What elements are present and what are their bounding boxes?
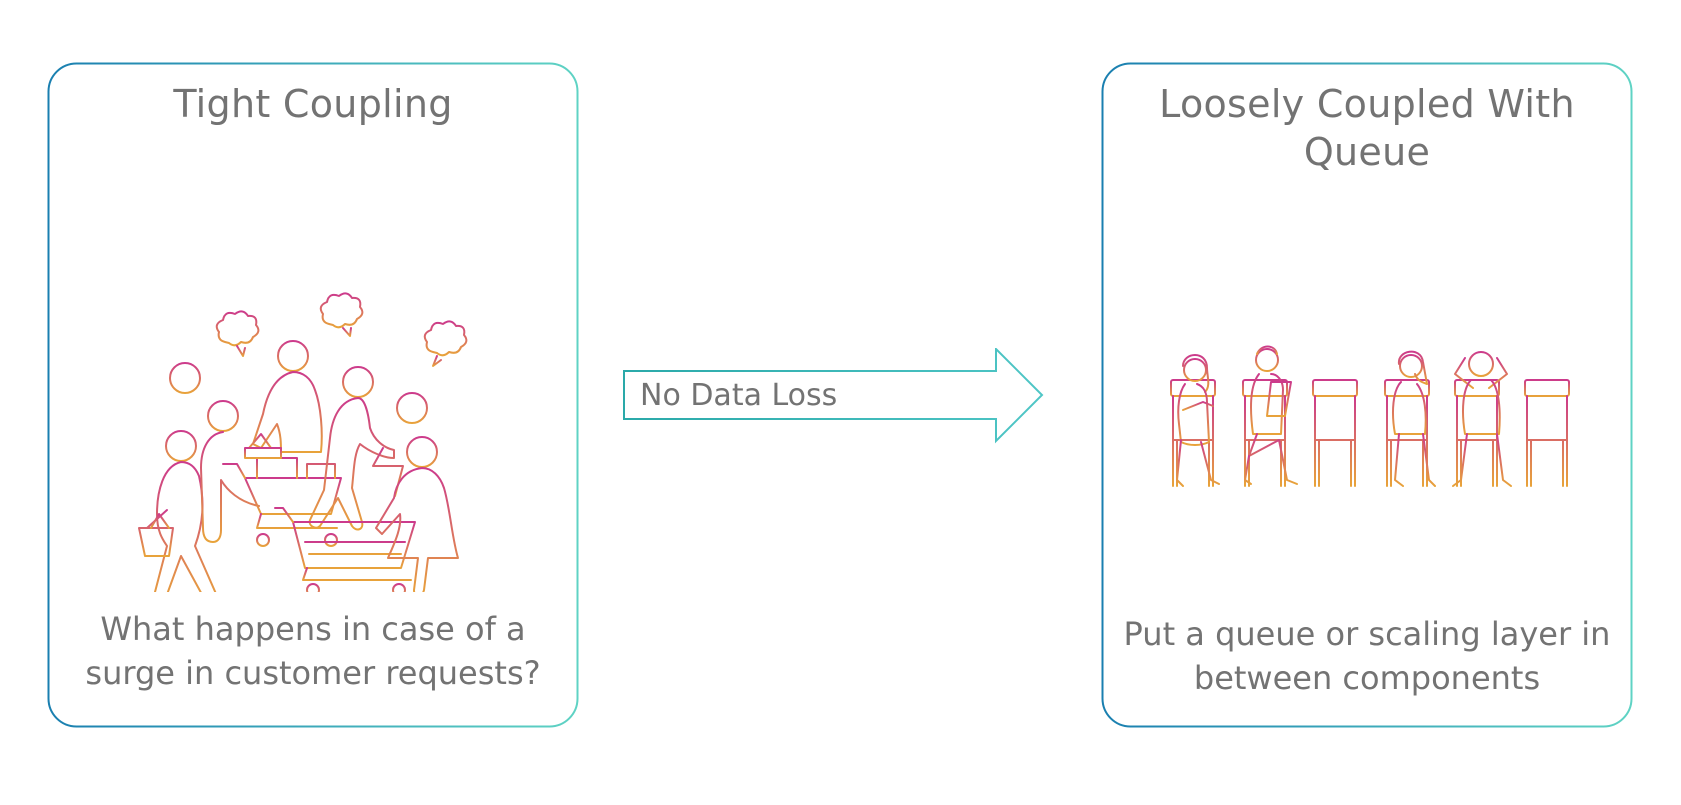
panel-caption: Put a queue or scaling layer in between …: [1123, 615, 1611, 697]
panel-border: [1101, 62, 1633, 728]
panel-border: [47, 62, 579, 728]
loosely-coupled-panel: Loosely Coupled With Queue: [1101, 62, 1633, 728]
right-arrow-icon: [623, 346, 1044, 444]
tight-coupling-panel: Tight Coupling: [47, 62, 579, 728]
people-waiting-in-chairs-icon: [1170, 345, 1570, 487]
panel-title: Loosely Coupled With Queue: [1159, 82, 1575, 174]
panel-caption: What happens in case of a surge in custo…: [85, 610, 541, 692]
panel-title: Tight Coupling: [173, 82, 453, 126]
crowd-with-shopping-carts-icon: [138, 292, 468, 592]
no-data-loss-arrow: No Data Loss: [622, 346, 1046, 448]
arrow-label: No Data Loss: [640, 378, 838, 413]
